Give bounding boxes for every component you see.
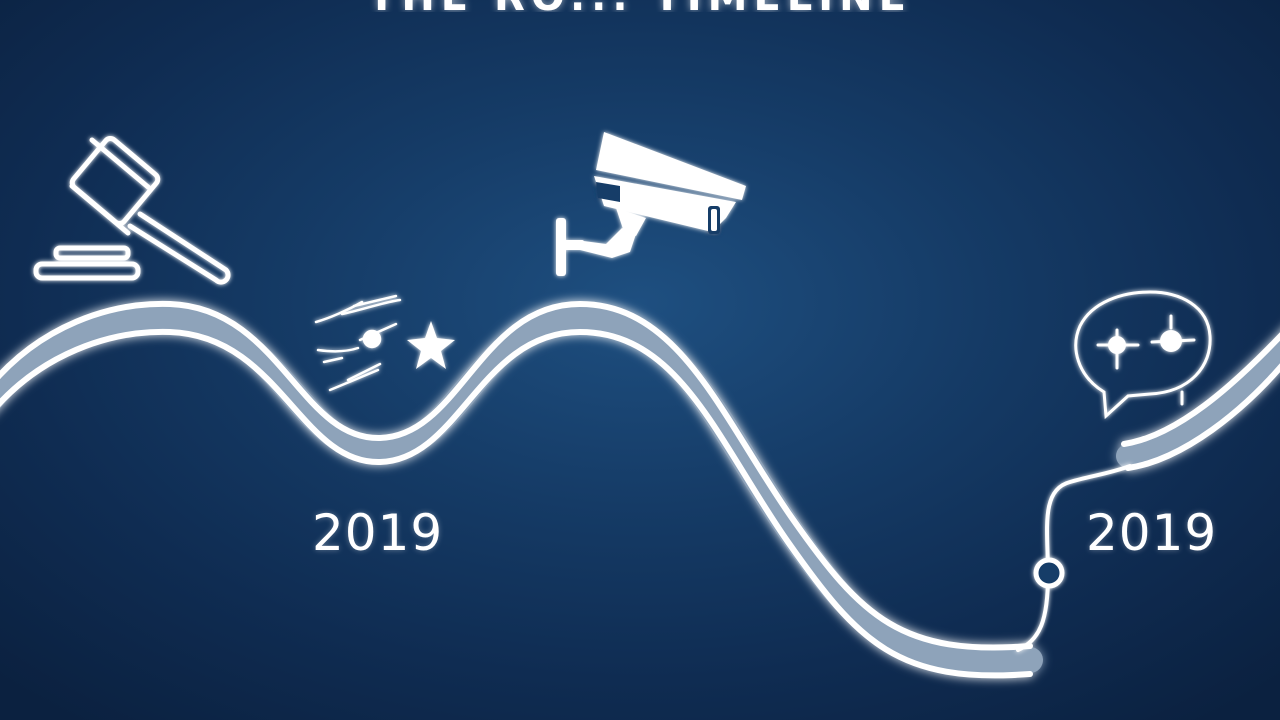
milestone-node [1033,557,1065,589]
road-right-inner-edge [1125,363,1280,471]
road-inner-edge [0,328,1033,679]
road-outer-edge [0,300,1033,651]
road-band-right [1116,333,1280,468]
security-camera-icon [556,132,746,276]
milestone-year-2019-first: 2019 [312,504,444,562]
title-clip: THE RO... TIMELINE [0,0,1280,12]
chat-bubble-icon [1074,290,1212,420]
milestone-year-2019-second: 2019 [1086,504,1218,562]
timeline-title: THE RO... TIMELINE [0,0,1280,12]
timeline-road [0,300,1280,679]
road-right-outer-edge [1121,332,1280,447]
shooting-star-icon [314,294,455,392]
road-band [0,304,1043,675]
gavel-icon [33,135,231,285]
connector [1016,464,1132,652]
connector-line [1016,464,1132,652]
